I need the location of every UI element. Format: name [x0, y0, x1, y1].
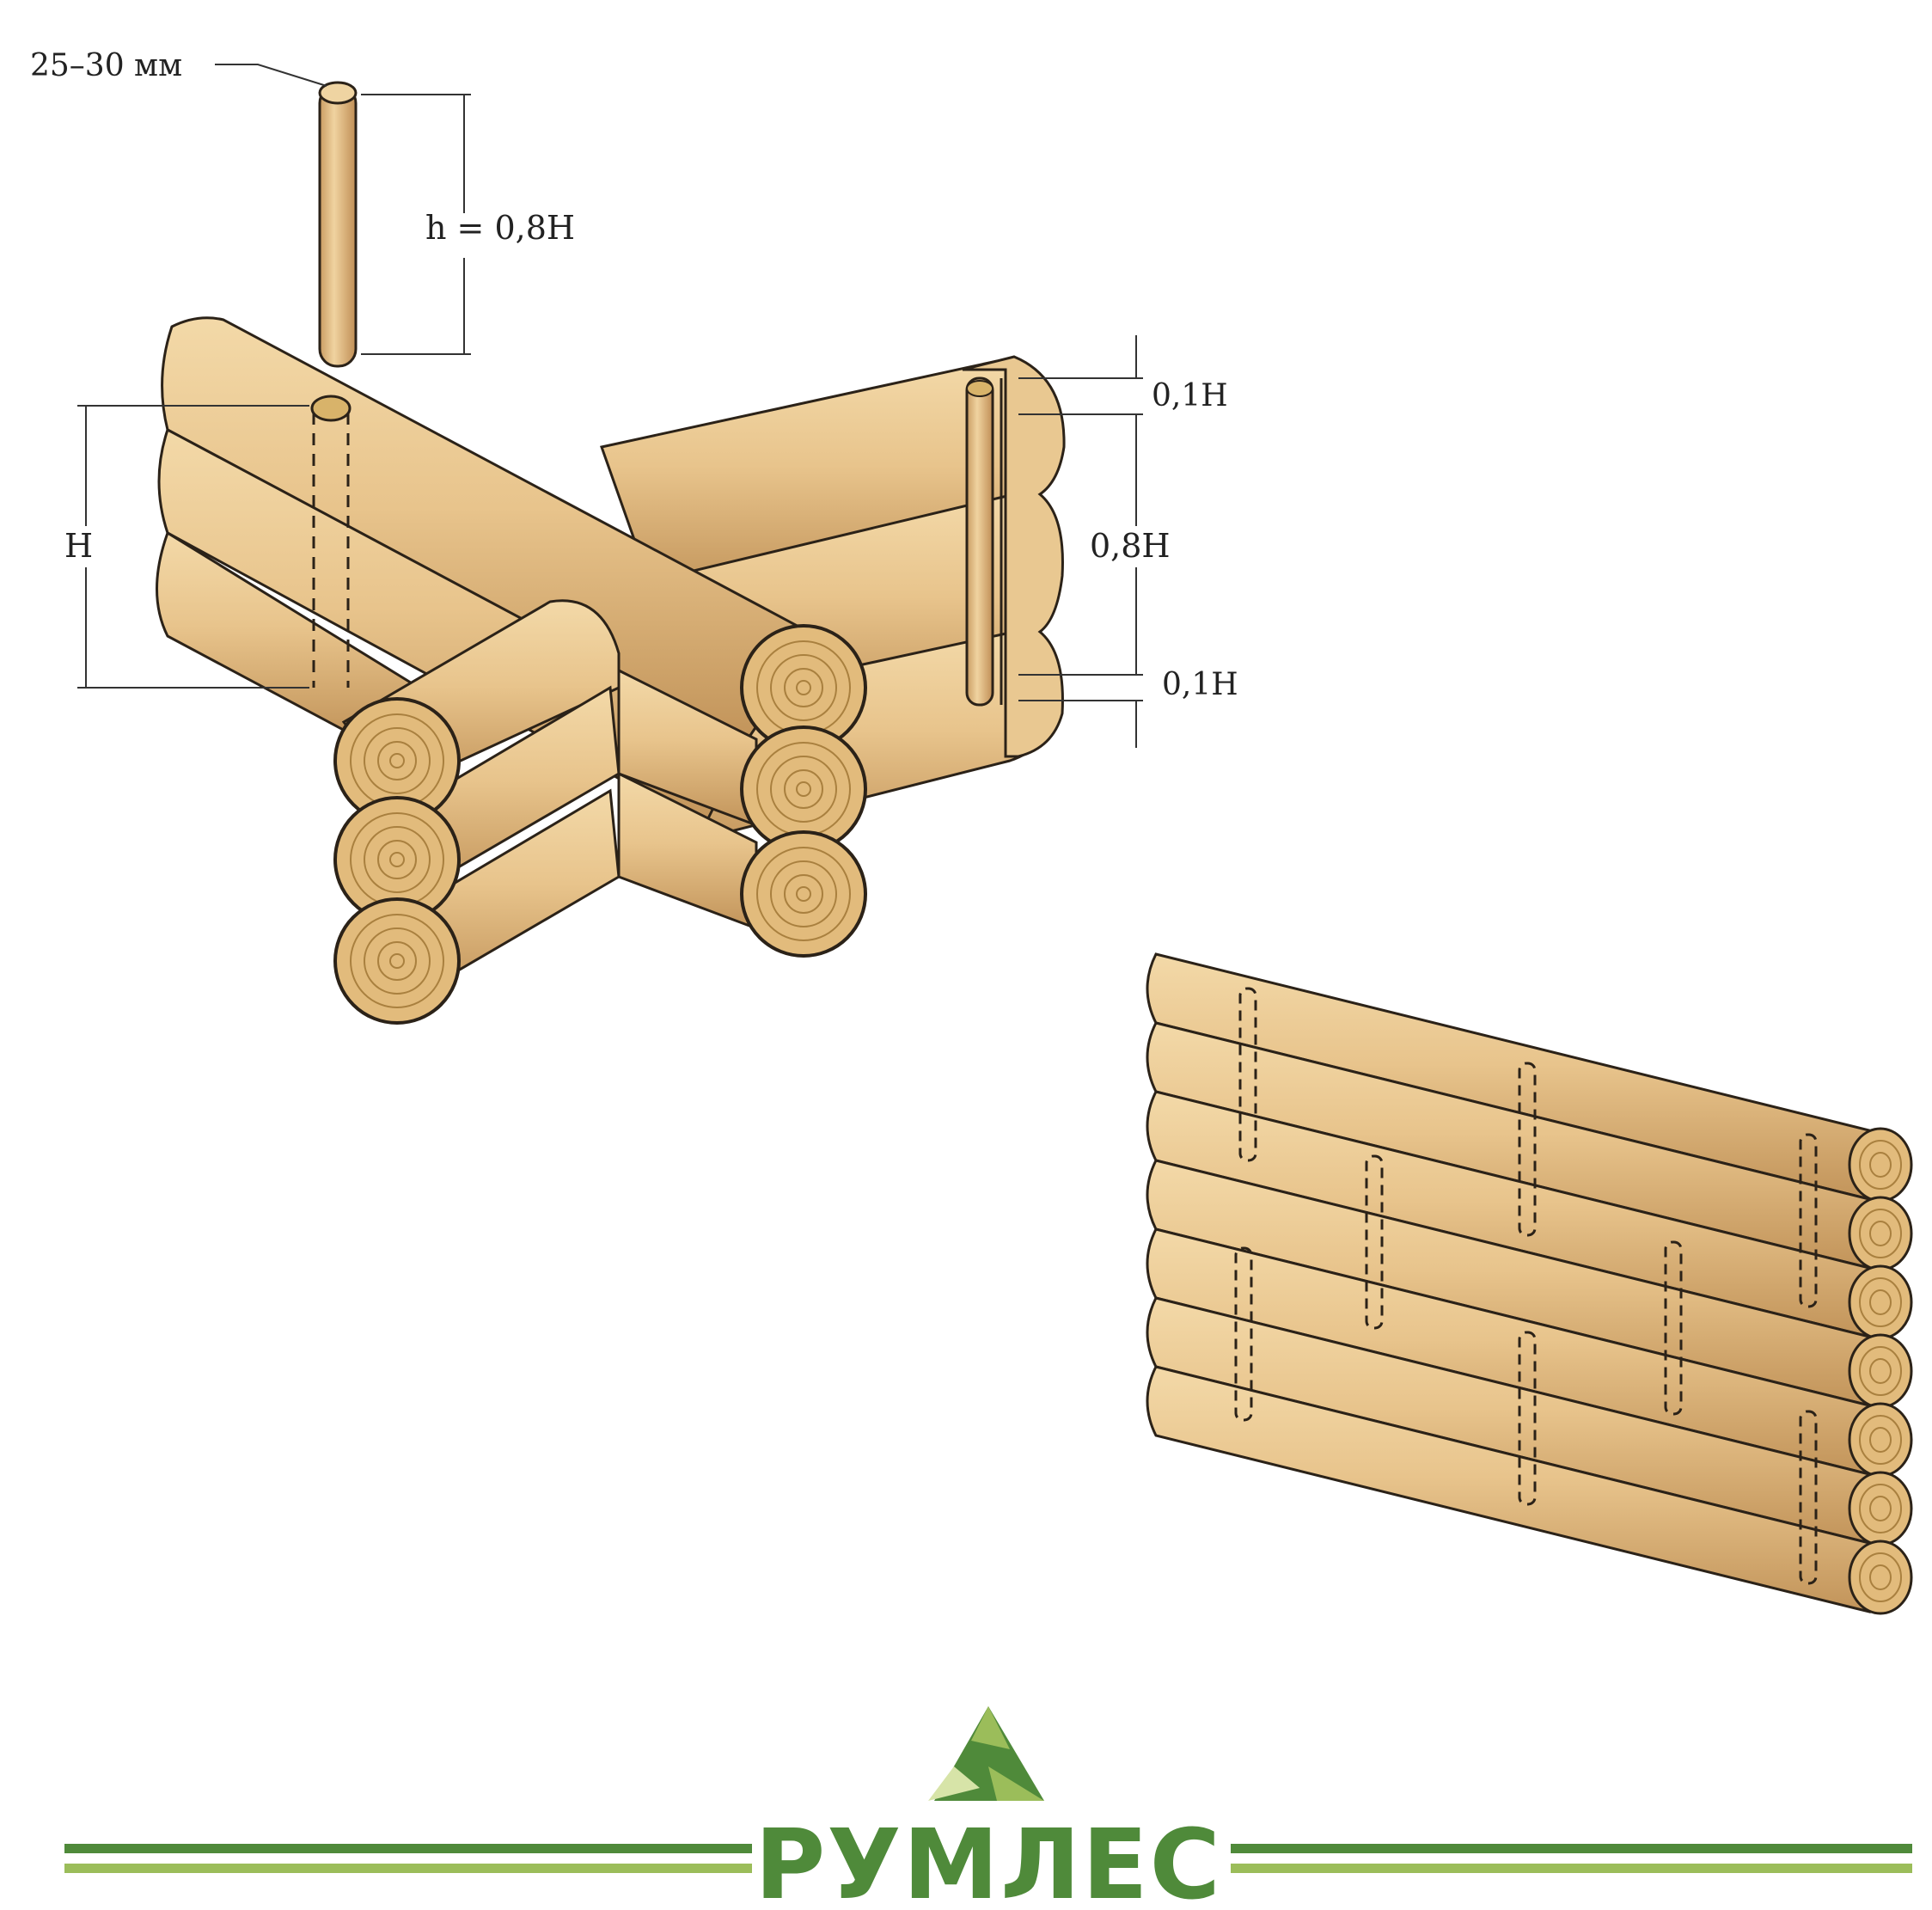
wall-section: [1146, 952, 1913, 1615]
wall-log-ends: [1848, 1127, 1913, 1615]
brand-tree-logo: [928, 1706, 1044, 1801]
dowel-height-label: h = 0,8H: [425, 209, 575, 247]
dowel: [318, 81, 358, 368]
corner-joint: [156, 316, 1066, 1025]
hidden-dowels: [1234, 987, 1818, 1585]
top-gap-label: 0,1H: [1152, 378, 1228, 413]
brand-lines-right: [1231, 1844, 1912, 1873]
dowel-diameter-label: 25–30 мм: [30, 48, 182, 83]
brand-name: РУМЛЕС: [755, 1809, 1222, 1910]
log-ends-left: [333, 697, 461, 1025]
brand-lines-left: [64, 1844, 752, 1873]
wall-logs: [1146, 952, 1871, 1613]
bottom-gap-label: 0,1H: [1162, 667, 1238, 702]
dowel-span-label: 0,8H: [1090, 527, 1171, 565]
log-height-label: H: [64, 527, 93, 565]
cut-dowel: [965, 376, 994, 707]
back-wall-logs: [600, 355, 1066, 853]
dimension-lines: [77, 64, 1143, 748]
brand-footer: РУМЛЕС: [64, 1706, 1912, 1910]
log-ends-right: [740, 624, 867, 958]
